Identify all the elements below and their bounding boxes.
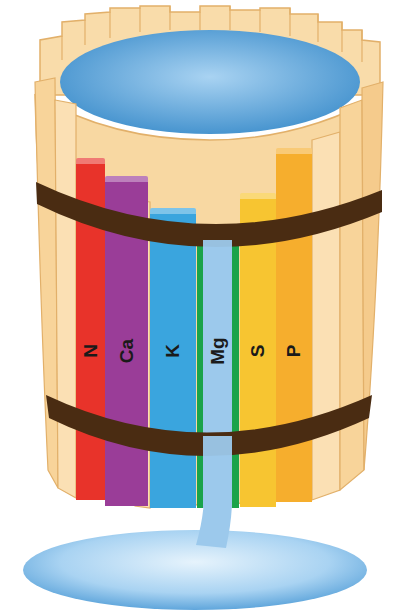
nutrient-stave: K [150, 208, 196, 508]
water-surface [60, 30, 360, 134]
front-stave [312, 132, 340, 500]
nutrient-stave: N [76, 158, 105, 500]
nutrient-label: N [80, 344, 102, 358]
barrel-band [36, 182, 382, 247]
nutrient-label: K [162, 344, 184, 358]
water-stream [203, 436, 232, 470]
nutrient-stave: Mg [197, 238, 239, 508]
front-stave [35, 78, 58, 488]
nutrient-stave: P [276, 148, 312, 502]
nutrient-stave: Ca [105, 176, 148, 506]
nutrient-label: Mg [207, 337, 229, 364]
nutrient-stave: S [240, 193, 276, 507]
front-stave [55, 100, 76, 498]
barrel-band [46, 395, 372, 456]
nutrient-label: P [283, 345, 305, 358]
water-stream [203, 240, 232, 265]
nutrient-label: S [247, 345, 269, 358]
front-stave [362, 82, 383, 470]
front-stave [340, 100, 364, 490]
nutrient-label: Ca [116, 339, 138, 363]
water-puddle [23, 530, 367, 610]
